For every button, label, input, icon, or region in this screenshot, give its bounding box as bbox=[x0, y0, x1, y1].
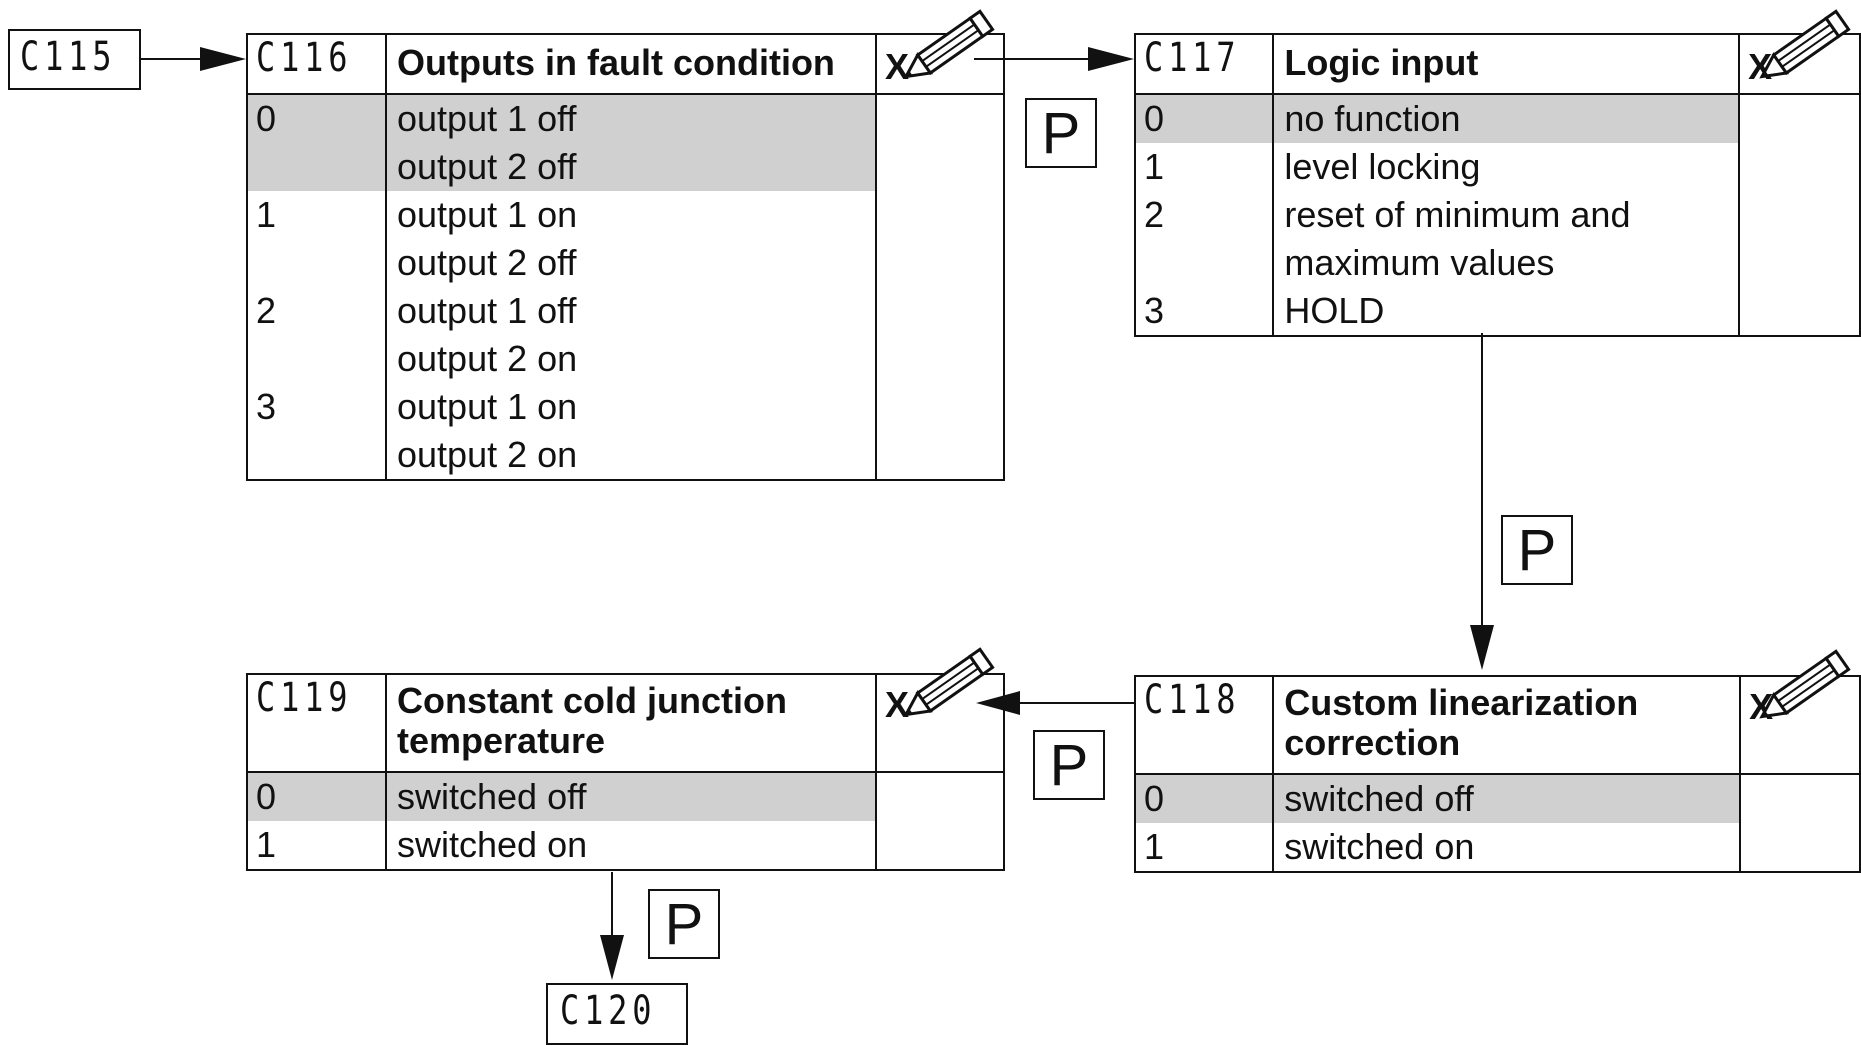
flow-arrow bbox=[1470, 333, 1494, 670]
flow-arrow bbox=[141, 47, 246, 71]
option-label: output 2 off bbox=[397, 242, 577, 283]
pencil-icon[interactable] bbox=[1754, 9, 1851, 88]
code-c116: C116 bbox=[256, 35, 353, 81]
option-number: 1 bbox=[247, 191, 387, 287]
pencil-icon[interactable] bbox=[898, 647, 995, 726]
code-c117: C117 bbox=[1144, 35, 1241, 81]
code-c118: C118 bbox=[1144, 677, 1241, 723]
option-label: output 2 off bbox=[397, 146, 577, 187]
option-label: output 1 off bbox=[397, 98, 577, 139]
code-c119: C119 bbox=[256, 675, 353, 721]
table-title: Outputs in fault condition bbox=[386, 34, 877, 95]
param-table-c117: C117 Logic input X 0 no function 1 level… bbox=[1134, 33, 1861, 337]
table-title: temperature bbox=[397, 720, 606, 761]
option-number: 2 bbox=[247, 287, 387, 383]
flow-arrow bbox=[974, 47, 1134, 71]
option-row[interactable]: 2 reset of minimum and maximum values bbox=[1135, 191, 1860, 287]
option-label: switched off bbox=[1273, 774, 1742, 823]
flow-arrow bbox=[976, 691, 1134, 715]
option-label: output 2 on bbox=[397, 434, 578, 475]
option-label: output 1 off bbox=[397, 290, 577, 331]
p-key: P bbox=[1025, 98, 1097, 168]
code-c115: C115 bbox=[20, 34, 117, 80]
option-label: output 2 on bbox=[397, 338, 578, 379]
table-title: Constant cold junction bbox=[397, 680, 787, 721]
p-key: P bbox=[1033, 730, 1105, 800]
option-label: maximum values bbox=[1284, 242, 1555, 283]
option-number: 1 bbox=[1135, 823, 1275, 872]
option-row[interactable]: 1 switched on bbox=[1135, 823, 1860, 872]
code-box-c115: C115 bbox=[8, 29, 141, 90]
pencil-icon[interactable] bbox=[898, 9, 995, 88]
option-row[interactable]: 0 switched off bbox=[247, 772, 1004, 821]
option-row[interactable]: 3 HOLD bbox=[1135, 287, 1860, 336]
option-label: level locking bbox=[1273, 143, 1741, 191]
code-c120: C120 bbox=[560, 988, 657, 1034]
option-label: HOLD bbox=[1273, 287, 1741, 336]
option-label: switched on bbox=[1273, 823, 1742, 872]
option-number: 0 bbox=[247, 94, 387, 191]
option-number: 1 bbox=[247, 821, 387, 870]
option-label: reset of minimum and bbox=[1284, 194, 1631, 235]
option-label: output 1 on bbox=[397, 386, 578, 427]
p-key: P bbox=[648, 889, 720, 959]
option-number: 0 bbox=[247, 772, 387, 821]
option-row[interactable]: 1 output 1 on output 2 off bbox=[247, 191, 1004, 287]
option-label: output 1 on bbox=[397, 194, 578, 235]
option-label: no function bbox=[1273, 94, 1741, 143]
code-box-c120: C120 bbox=[546, 983, 688, 1045]
option-number: 3 bbox=[247, 383, 387, 480]
option-row[interactable]: 2 output 1 off output 2 on bbox=[247, 287, 1004, 383]
table-title: Custom linearization bbox=[1284, 682, 1639, 723]
option-label: switched on bbox=[386, 821, 877, 870]
param-table-c116: C116 Outputs in fault condition X 0 outp… bbox=[246, 33, 1005, 481]
option-row[interactable]: 3 output 1 on output 2 on bbox=[247, 383, 1004, 480]
option-number: 1 bbox=[1135, 143, 1275, 191]
option-number: 3 bbox=[1135, 287, 1275, 336]
option-label: switched off bbox=[386, 772, 877, 821]
option-number: 2 bbox=[1135, 191, 1275, 287]
table-title: Logic input bbox=[1273, 34, 1741, 95]
option-row[interactable]: 0 output 1 off output 2 off bbox=[247, 94, 1004, 191]
option-row[interactable]: 0 no function bbox=[1135, 94, 1860, 143]
pencil-icon[interactable] bbox=[1754, 649, 1851, 728]
flow-arrow bbox=[600, 872, 624, 980]
option-row[interactable]: 0 switched off bbox=[1135, 774, 1860, 823]
option-number: 0 bbox=[1135, 774, 1275, 823]
p-key: P bbox=[1501, 515, 1573, 585]
option-number: 0 bbox=[1135, 94, 1275, 143]
table-title: correction bbox=[1284, 722, 1461, 763]
option-row[interactable]: 1 level locking bbox=[1135, 143, 1860, 191]
option-row[interactable]: 1 switched on bbox=[247, 821, 1004, 870]
